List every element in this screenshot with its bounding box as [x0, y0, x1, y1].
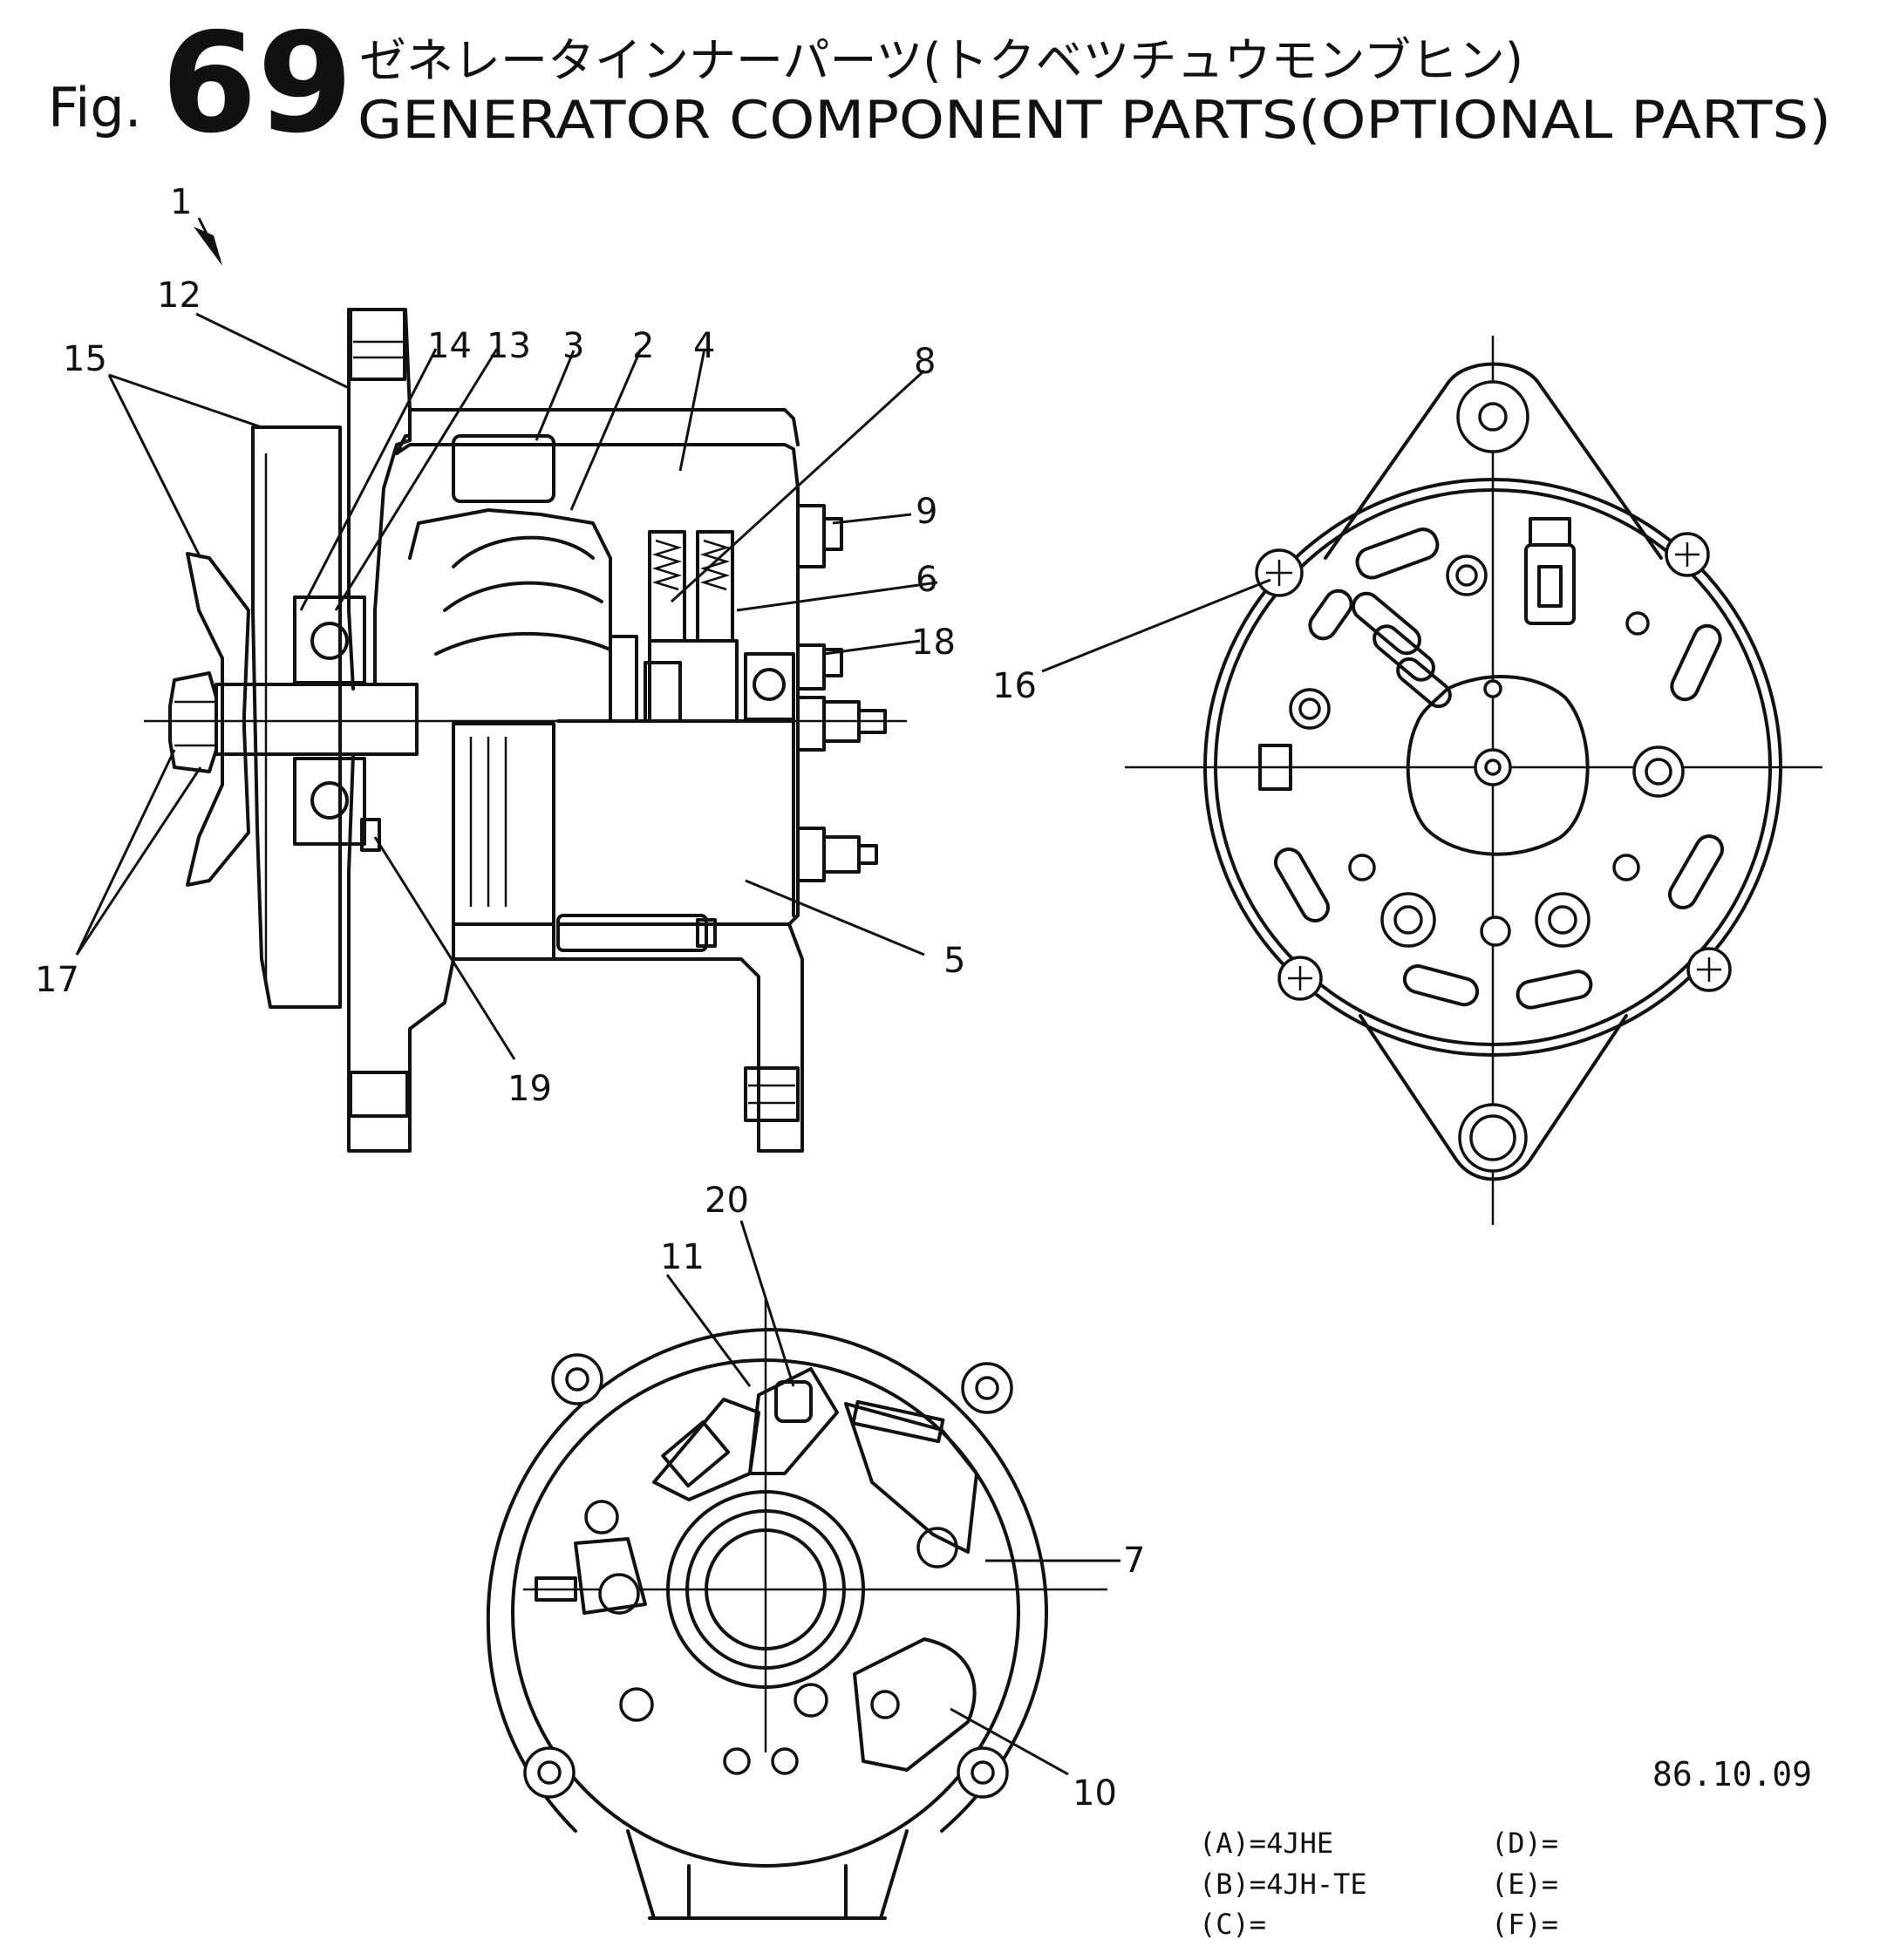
callout-6: 6 — [916, 560, 937, 600]
brush-holder — [648, 530, 739, 723]
callout-13: 13 — [487, 326, 531, 366]
title-japanese: ゼネレータインナーパーツ(トクベツチュウモンブヒン) — [359, 33, 1523, 88]
side-section-view — [75, 217, 938, 1153]
upper-mount-ear — [349, 308, 406, 381]
stator-core-top — [452, 434, 555, 503]
callout-20: 20 — [705, 1181, 749, 1221]
slip-ring — [666, 1490, 865, 1689]
title-english: GENERATOR COMPONENT PARTS(OPTIONAL PARTS… — [358, 90, 1831, 151]
top-mount-ear — [1324, 362, 1663, 560]
callout-14: 14 — [427, 326, 472, 366]
callout-9: 9 — [916, 492, 937, 532]
terminal-bolts — [796, 504, 887, 882]
brush-side-view — [486, 1220, 1121, 1920]
rotor-core — [452, 722, 555, 926]
date-code: 86.10.09 — [1652, 1755, 1812, 1793]
callout-16: 16 — [992, 666, 1037, 706]
model-e: (E)= — [1491, 1868, 1558, 1901]
callout-7: 7 — [1123, 1541, 1145, 1581]
callout-2: 2 — [632, 326, 654, 366]
callout-5: 5 — [943, 941, 965, 981]
rear-connector — [1524, 543, 1576, 625]
model-table: (A)=4JHE (B)=4JH-TE (C)= (D)= (E)= (F)= — [1199, 1827, 1558, 1941]
vent-slots — [1274, 527, 1724, 1010]
callout-15: 15 — [63, 339, 107, 379]
callout-11: 11 — [660, 1237, 705, 1277]
fig-prefix: Fig. — [48, 76, 141, 140]
side-view-leaders — [75, 217, 938, 1060]
callout-18: 18 — [911, 623, 956, 663]
model-c: (C)= — [1199, 1908, 1266, 1941]
title-block: Fig. 69 ゼネレータインナーパーツ(トクベツチュウモンブヒン) GENER… — [48, 3, 1831, 164]
callout-10: 10 — [1073, 1773, 1117, 1814]
front-bearing-bottom — [293, 757, 366, 846]
callout-3: 3 — [562, 326, 584, 366]
rear-screws — [1255, 532, 1732, 1001]
callout-17: 17 — [35, 960, 79, 1000]
arrow-1 — [194, 227, 222, 266]
front-bearing-top — [293, 595, 366, 684]
callout-1: 1 — [170, 182, 192, 222]
shaft-nut — [168, 671, 218, 773]
outer-shell — [486, 1328, 1048, 1833]
rear-lower-mount — [452, 922, 804, 1153]
rear-end-view — [1041, 336, 1822, 1225]
model-b: (B)=4JH-TE — [1199, 1868, 1367, 1901]
callout-4: 4 — [693, 326, 715, 366]
shell-ears — [523, 1353, 1013, 1799]
callout-19: 19 — [507, 1069, 552, 1109]
callout-8: 8 — [914, 342, 936, 382]
pulley — [186, 552, 250, 887]
rear-housing — [395, 443, 800, 926]
callout-labels: 1 12 14 13 3 2 4 8 15 9 6 18 16 17 5 19 … — [35, 182, 1145, 1814]
rectifier-10 — [853, 1637, 977, 1772]
model-f: (F)= — [1491, 1908, 1558, 1941]
front-bracket-lower — [347, 752, 455, 1153]
bottom-mount-ear — [1359, 1014, 1628, 1181]
center-boss — [1406, 675, 1590, 856]
regulator-20 — [748, 1367, 839, 1475]
callout-12: 12 — [157, 276, 201, 316]
rear-cover-outline — [1203, 478, 1782, 1057]
model-d: (D)= — [1491, 1827, 1558, 1860]
lower-mount-boss — [349, 1071, 409, 1118]
through-bolt — [556, 914, 708, 952]
model-a: (A)=4JHE — [1199, 1827, 1333, 1860]
rotor-pole-upper — [408, 508, 612, 686]
fig-number: 69 — [161, 3, 353, 164]
